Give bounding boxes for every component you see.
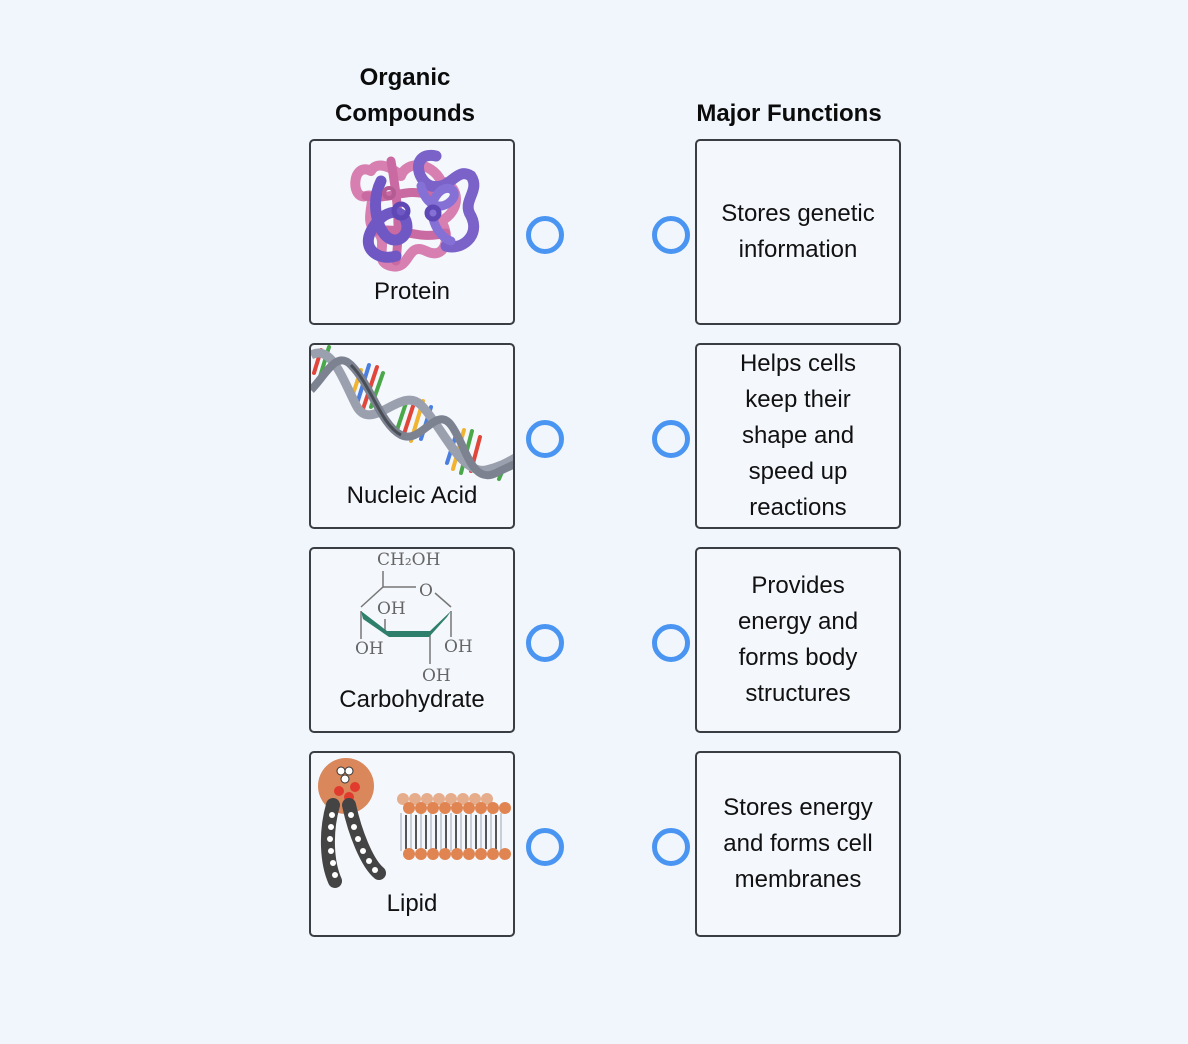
function-text: Stores energy and forms cell membranes [723, 794, 873, 893]
compound-connector-dot[interactable] [526, 624, 564, 662]
glucose-oh-label: OH [355, 639, 384, 659]
function-text: Helps cells keep their shape and speed u… [739, 350, 857, 521]
compound-card-protein[interactable]: Protein [309, 139, 515, 325]
glucose-oh-label: OH [422, 666, 451, 686]
compound-connector-dot[interactable] [526, 216, 564, 254]
compound-connector-dot[interactable] [526, 828, 564, 866]
compound-card-lipid[interactable]: Lipid [309, 751, 515, 937]
organic-compounds-heading: Organic Compounds [300, 60, 510, 132]
function-card-energy-membranes[interactable]: Stores energy and forms cell membranes [695, 751, 901, 937]
organic-compounds-heading-text: Organic Compounds [335, 64, 475, 127]
function-connector-dot[interactable] [652, 624, 690, 662]
dna-helix-icon [311, 345, 513, 481]
protein-structure-icon [350, 150, 480, 272]
glucose-ring-oxygen-label: O [419, 581, 433, 601]
function-connector-dot[interactable] [652, 828, 690, 866]
glucose-ring-icon: CH₂OH O OH OH OH OH [355, 550, 473, 686]
glucose-oh-label: OH [377, 599, 406, 619]
compound-connector-dot[interactable] [526, 420, 564, 458]
glucose-ch2oh-label: CH₂OH [377, 550, 440, 570]
compound-label: Nucleic Acid [346, 482, 478, 509]
function-text: Stores genetic information [721, 200, 875, 263]
compound-label: Lipid [386, 890, 438, 917]
function-card-energy-structures[interactable]: Provides energy and forms body structure… [695, 547, 901, 733]
compound-label: Carbohydrate [339, 686, 485, 713]
function-connector-dot[interactable] [652, 420, 690, 458]
major-functions-heading: Major Functions [680, 96, 898, 132]
glucose-oh-label: OH [444, 637, 473, 657]
function-text: Provides energy and forms body structure… [737, 572, 859, 707]
phospholipid-bilayer-icon [318, 758, 511, 888]
compound-card-nucleic-acid[interactable]: Nucleic Acid [309, 343, 515, 529]
function-connector-dot[interactable] [652, 216, 690, 254]
function-card-shape-reactions[interactable]: Helps cells keep their shape and speed u… [695, 343, 901, 529]
compound-card-carbohydrate[interactable]: CH₂OH O OH OH OH OH Carbohydrate [309, 547, 515, 733]
compound-label: Protein [373, 278, 451, 305]
major-functions-heading-text: Major Functions [696, 100, 882, 127]
function-card-genetic[interactable]: Stores genetic information [695, 139, 901, 325]
